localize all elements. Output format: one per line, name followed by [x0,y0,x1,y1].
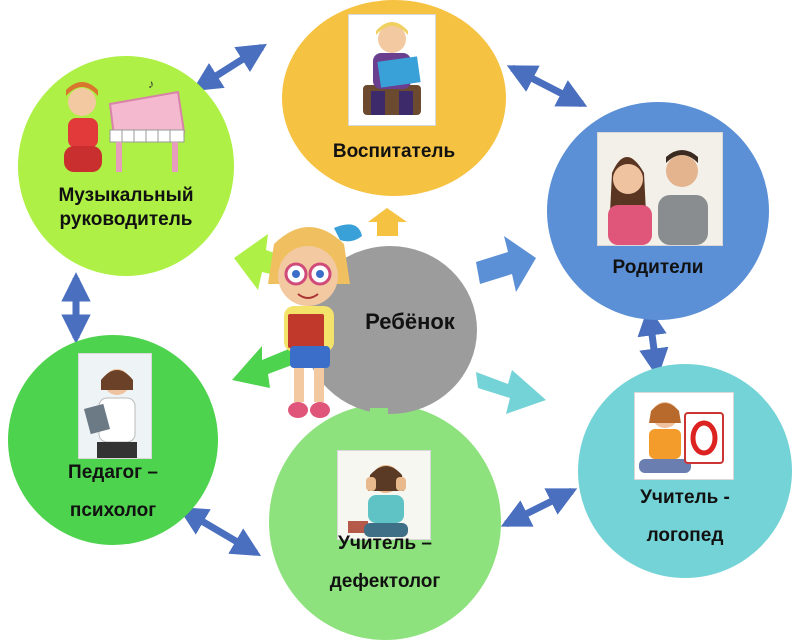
label-line: Педагог – [68,462,158,483]
node-vospitatel: Воспитатель [282,0,506,196]
parents-couple-icon [597,132,723,246]
label-line: дефектолог [329,570,441,592]
cartoon-girl-with-books-icon [254,214,364,424]
label-line: психолог [69,499,157,521]
center-label: Ребёнок [365,309,455,334]
woman-with-clipboard-icon [78,353,152,459]
node-label: Учитель - логопед [578,486,792,548]
node-muz: ♪ Музыкальный руководитель [18,56,234,276]
node-label: Родители [612,257,704,278]
arrow-up-yellow [368,208,407,236]
node-defektolog: Учитель – дефектолог [269,404,501,640]
node-label: Воспитатель [332,141,456,162]
edge-defektolog-psiholog [177,506,262,557]
teacher-reading-book-icon [348,14,436,126]
speech-therapist-letter-card-icon [634,392,734,480]
edge-vospitatel-roditeli [506,64,588,108]
label-line: Музыкальный [58,185,194,206]
edge-roditeli-logoped [637,306,669,378]
node-label: Учитель – дефектолог [269,532,501,594]
arrow-down-green [360,408,398,432]
edge-muz-vospitatel [192,43,267,92]
label-line: Учитель - [640,487,730,508]
node-label: Музыкальный руководитель [18,184,234,232]
arrow-left-down-green [232,346,300,388]
girl-covering-ears-icon [337,450,431,540]
girl-playing-piano-icon: ♪ [58,74,190,176]
edge-logoped-defektolog [500,487,578,528]
arrow-right-blue [476,236,536,292]
node-psiholog: Педагог – психолог [8,335,218,545]
label-line: руководитель [59,208,193,230]
node-label: Педагог – психолог [8,461,218,523]
arrow-right-down-teal [476,370,546,414]
label-line: Учитель – [338,533,432,554]
node-roditeli: Родители [547,102,769,320]
svg-text:♪: ♪ [148,77,154,91]
label-line: логопед [646,524,724,546]
node-logoped: Учитель - логопед [578,364,792,578]
